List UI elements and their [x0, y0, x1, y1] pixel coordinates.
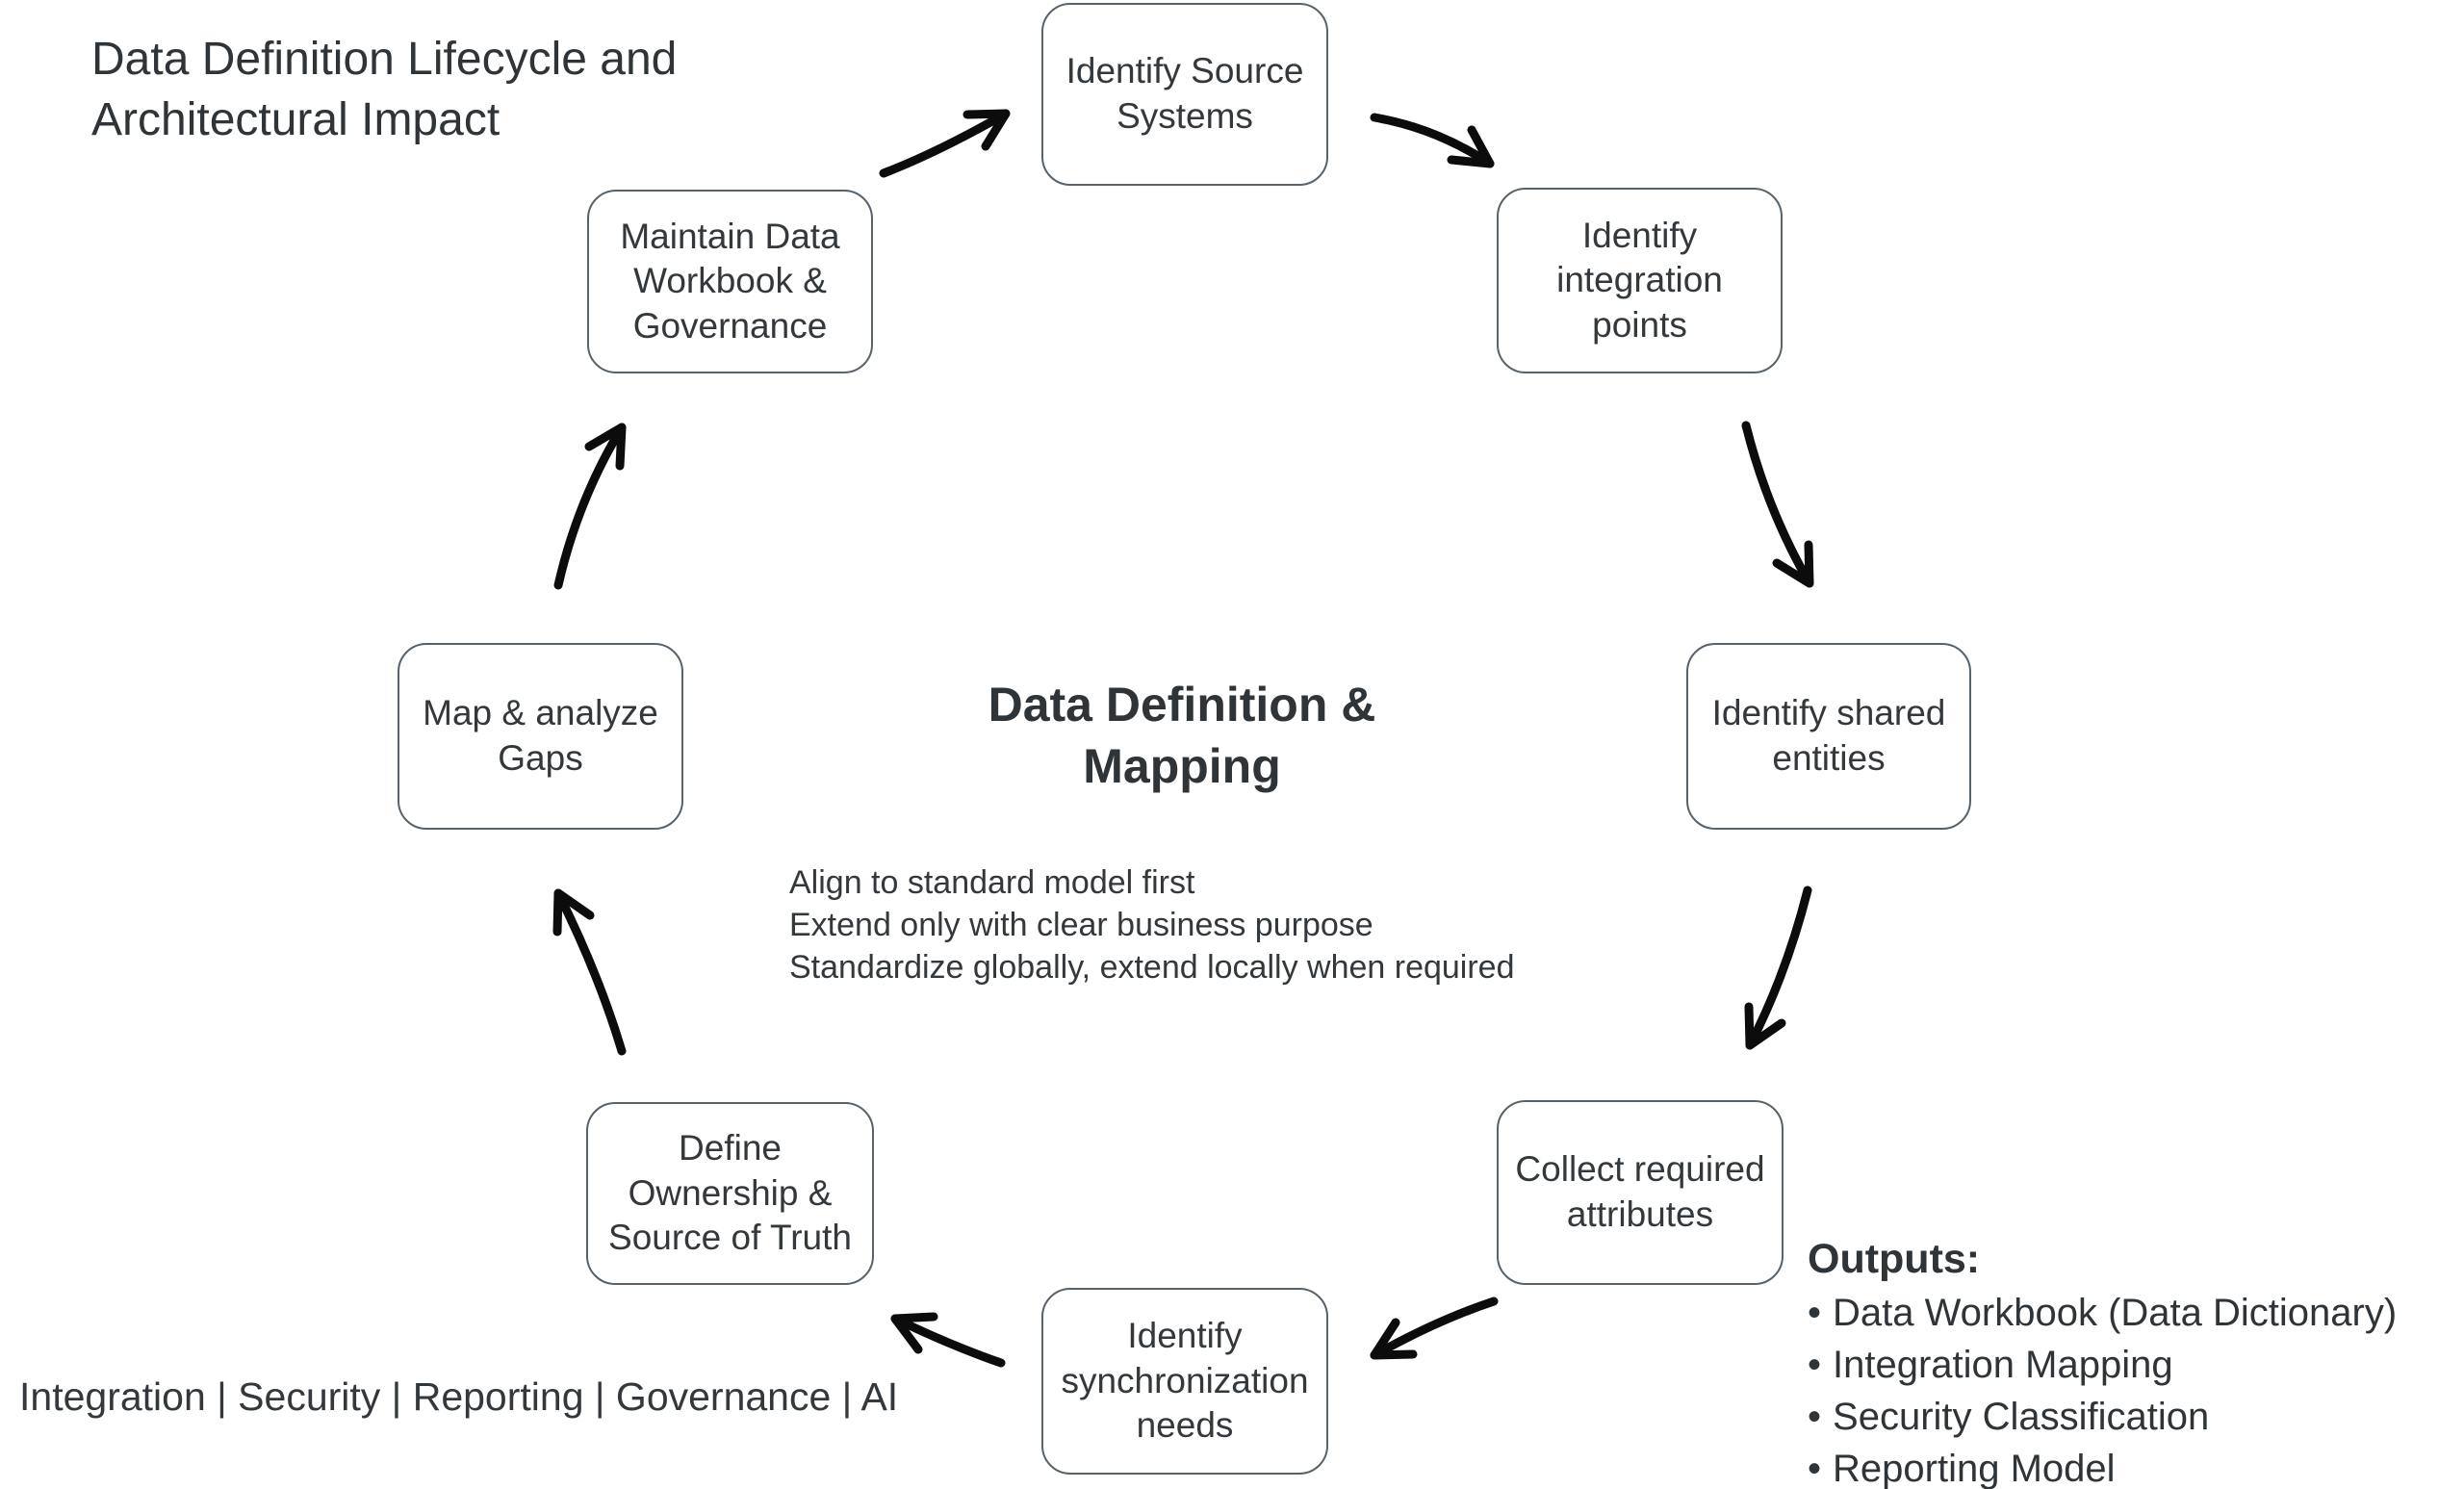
cycle-node-collect-required-attributes: Collect required attributes [1497, 1100, 1784, 1285]
arrow-gaps-to-maintain-icon [553, 423, 627, 590]
node-label: Identify shared entities [1711, 693, 1946, 778]
cycle-node-identify-synchronization-needs: Identify synchronization needs [1041, 1288, 1328, 1475]
bullet-icon: • [1808, 1396, 1822, 1439]
node-label: Define Ownership & Source of Truth [608, 1128, 852, 1258]
arrow-collect-to-sync-icon [1370, 1296, 1499, 1360]
output-item-label: Integration Mapping [1833, 1343, 2173, 1386]
arrow-maintain-to-source-icon [879, 109, 1011, 178]
output-item: • Data Workbook (Data Dictionary) [1808, 1291, 2452, 1336]
domains-bar: Integration | Security | Reporting | Gov… [19, 1374, 899, 1419]
output-item-label: Security Classification [1833, 1396, 2210, 1439]
center-note-line: Align to standard model first [789, 864, 1195, 901]
bullet-icon: • [1808, 1291, 1822, 1334]
cycle-center-notes: Align to standard model first Extend onl… [789, 861, 1515, 988]
arrow-sync-to-ownership-icon [890, 1312, 1006, 1368]
node-label: Identify synchronization needs [1061, 1316, 1309, 1446]
output-item-label: Data Workbook (Data Dictionary) [1833, 1291, 2398, 1334]
output-item: • Reporting Model [1808, 1447, 2452, 1489]
node-label: Maintain Data Workbook & Governance [620, 216, 840, 346]
cycle-node-identify-source-systems: Identify Source Systems [1041, 3, 1328, 186]
arrow-source-to-integration-icon [1370, 113, 1495, 168]
node-label: Collect required attributes [1515, 1149, 1765, 1234]
center-note-line: Standardize globally, extend locally whe… [789, 949, 1515, 986]
outputs-heading: Outputs: [1808, 1236, 1981, 1282]
cycle-node-define-ownership-source-of-truth: Define Ownership & Source of Truth [586, 1102, 874, 1285]
cycle-node-identify-shared-entities: Identify shared entities [1686, 643, 1971, 830]
center-note-line: Extend only with clear business purpose [789, 907, 1373, 943]
node-label: Identify Source Systems [1065, 51, 1304, 136]
output-item: • Integration Mapping [1808, 1343, 2452, 1388]
output-item-label: Reporting Model [1833, 1448, 2116, 1489]
node-label: Map & analyze Gaps [423, 693, 658, 778]
arrow-integration-to-shared-icon [1741, 421, 1814, 588]
outputs-panel: Outputs: • Data Workbook (Data Dictionar… [1808, 1235, 2452, 1489]
arrow-shared-to-collect-icon [1744, 886, 1812, 1050]
node-label: Identify integration points [1556, 215, 1723, 345]
bullet-icon: • [1808, 1448, 1822, 1489]
cycle-node-map-analyze-gaps: Map & analyze Gaps [398, 643, 683, 830]
cycle-center-title: Data Definition & Mapping [988, 678, 1376, 793]
cycle-node-maintain-data-workbook-governance: Maintain Data Workbook & Governance [587, 190, 873, 373]
page-title: Data Definition Lifecycle and Architectu… [91, 34, 678, 146]
cycle-node-identify-integration-points: Identify integration points [1497, 188, 1783, 373]
output-item: • Security Classification [1808, 1395, 2452, 1440]
bullet-icon: • [1808, 1343, 1822, 1386]
arrow-ownership-to-gaps-icon [552, 888, 627, 1056]
